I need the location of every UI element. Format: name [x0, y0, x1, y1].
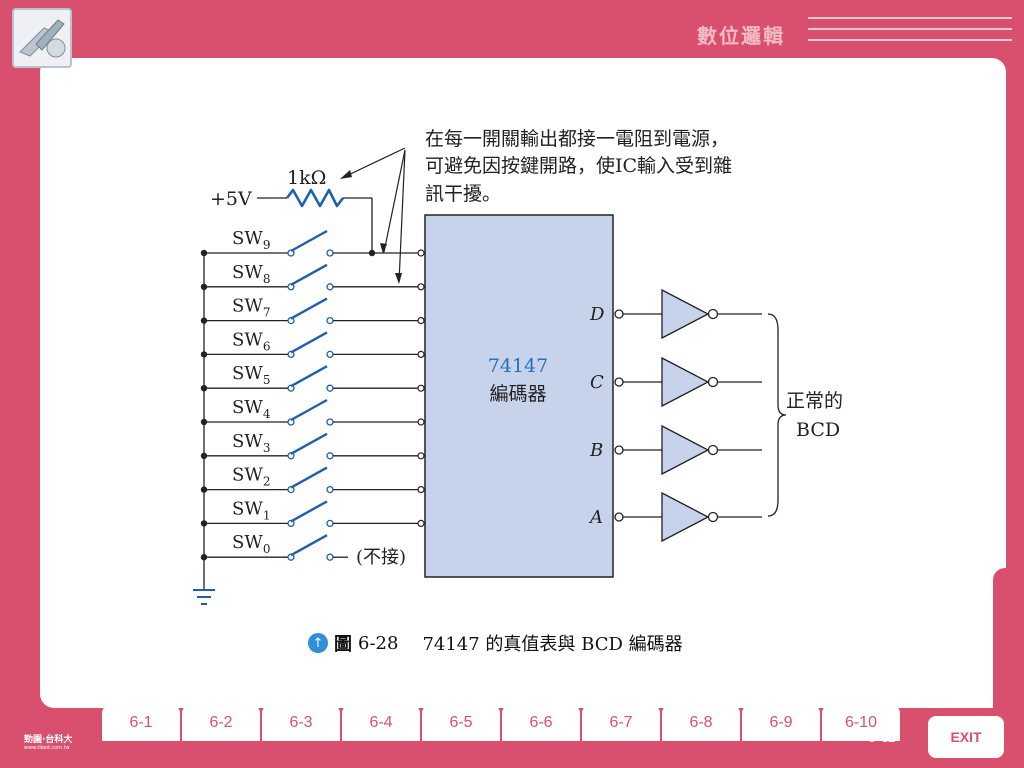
inverter-gate — [661, 424, 710, 476]
tab-6-9[interactable]: 6-9 — [742, 705, 820, 741]
app-logo — [12, 8, 72, 68]
switch-label: SW5 — [232, 363, 270, 387]
output-label-line-1: 正常的 — [786, 390, 843, 412]
tab-6-2[interactable]: 6-2 — [182, 705, 260, 741]
note-line-1: 在每一開關輸出都接一電阻到電源， — [425, 128, 729, 150]
output-gate: B — [589, 424, 762, 476]
unconnected-label: (不接) — [356, 547, 406, 568]
tab-6-8[interactable]: 6-8 — [662, 705, 740, 741]
switch-row: SW44 — [200, 397, 444, 433]
figure-label: 圖 — [334, 634, 352, 655]
header-line — [808, 28, 1012, 30]
inverter-gate — [661, 356, 710, 408]
output-pin-label: D — [589, 304, 605, 325]
publisher-logo: 勁園·台科大 www.tiked.com.tw — [24, 732, 72, 751]
output-gate: D — [589, 288, 762, 340]
output-bracket — [767, 313, 787, 517]
header-line — [808, 39, 1012, 41]
encoder-chip — [424, 214, 614, 578]
note-annotation: 在每一開關輸出都接一電阻到電源， 可避免因按鍵開路，使IC輸入受到雜 訊干擾。 — [425, 128, 732, 205]
encoder-circuit-diagram: 在每一開關輸出都接一電阻到電源， 可避免因按鍵開路，使IC輸入受到雜 訊干擾。 … — [193, 128, 843, 605]
inverter-gate — [661, 288, 710, 340]
output-pin-label: B — [589, 440, 603, 461]
exit-button[interactable]: EXIT — [928, 716, 1004, 758]
switch-row: SW99 — [200, 228, 444, 264]
up-arrow-icon[interactable]: ↑ — [308, 633, 328, 653]
output-label-line-2: BCD — [796, 419, 840, 441]
switch-row: SW55 — [200, 363, 444, 399]
ground-rail — [193, 253, 215, 605]
switch-row: SW77 — [200, 296, 444, 332]
switch-label: SW3 — [232, 431, 270, 455]
switch-row: SW88 — [200, 262, 444, 298]
note-line-3: 訊干擾。 — [425, 183, 501, 205]
output-pin-label: A — [588, 507, 603, 528]
supply-wire — [257, 197, 373, 253]
switch-row: SW66 — [200, 329, 444, 365]
note-line-2: 可避免因按鍵開路，使IC輸入受到雜 — [425, 155, 732, 177]
publisher-url: www.tiked.com.tw — [24, 745, 70, 751]
inverter-gate — [661, 491, 710, 543]
switch-label: SW9 — [232, 228, 270, 252]
tab-6-1[interactable]: 6-1 — [102, 705, 180, 741]
output-gate: C — [590, 356, 762, 408]
figure-title: 74147 的真值表與 BCD 編碼器 — [422, 634, 683, 655]
tab-6-4[interactable]: 6-4 — [342, 705, 420, 741]
panel-side-strip — [0, 410, 40, 710]
switch-array: SW99SW88SW77SW66SW55SW44SW33SW22SW11SW0 (… — [200, 228, 444, 568]
switch-row: SW0 (不接) — [200, 532, 406, 568]
arrowheads — [340, 170, 402, 284]
publisher-name: 勁園·台科大 — [24, 735, 73, 745]
note-arrows — [341, 147, 406, 283]
switch-label: SW6 — [232, 329, 270, 353]
resistor-symbol — [285, 188, 345, 208]
chip-name: 74147 — [488, 355, 548, 377]
switch-row: SW33 — [200, 431, 444, 467]
switch-row: SW22 — [200, 465, 444, 501]
output-gate: A — [588, 491, 762, 543]
panel-right-strip — [993, 568, 1024, 718]
switch-label: SW0 — [232, 532, 270, 556]
switch-label: SW1 — [232, 498, 270, 522]
resistor-label: 1kΩ — [287, 167, 326, 189]
tab-6-6[interactable]: 6-6 — [502, 705, 580, 741]
switch-label: SW7 — [232, 296, 270, 320]
switch-row: SW11 — [200, 498, 444, 534]
switch-label: SW8 — [232, 262, 270, 286]
supply-label: +5V — [210, 188, 252, 210]
tab-6-3[interactable]: 6-3 — [262, 705, 340, 741]
header-line — [808, 17, 1012, 19]
page-number: 6-42 — [868, 732, 896, 745]
output-stage: D C B A — [588, 288, 762, 543]
switch-label: SW2 — [232, 465, 270, 489]
chip-description: 編碼器 — [489, 383, 546, 405]
output-pin-label: C — [590, 372, 604, 393]
course-title: 數位邏輯 — [697, 24, 785, 48]
tab-6-7[interactable]: 6-7 — [582, 705, 660, 741]
tab-6-5[interactable]: 6-5 — [422, 705, 500, 741]
switch-label: SW4 — [232, 397, 271, 421]
tab-6-10[interactable]: 6-10 — [822, 705, 900, 741]
figure-number: 6-28 — [358, 632, 399, 654]
figure-caption: ↑ 圖 6-28 74147 的真值表與 BCD 編碼器 — [308, 630, 683, 656]
